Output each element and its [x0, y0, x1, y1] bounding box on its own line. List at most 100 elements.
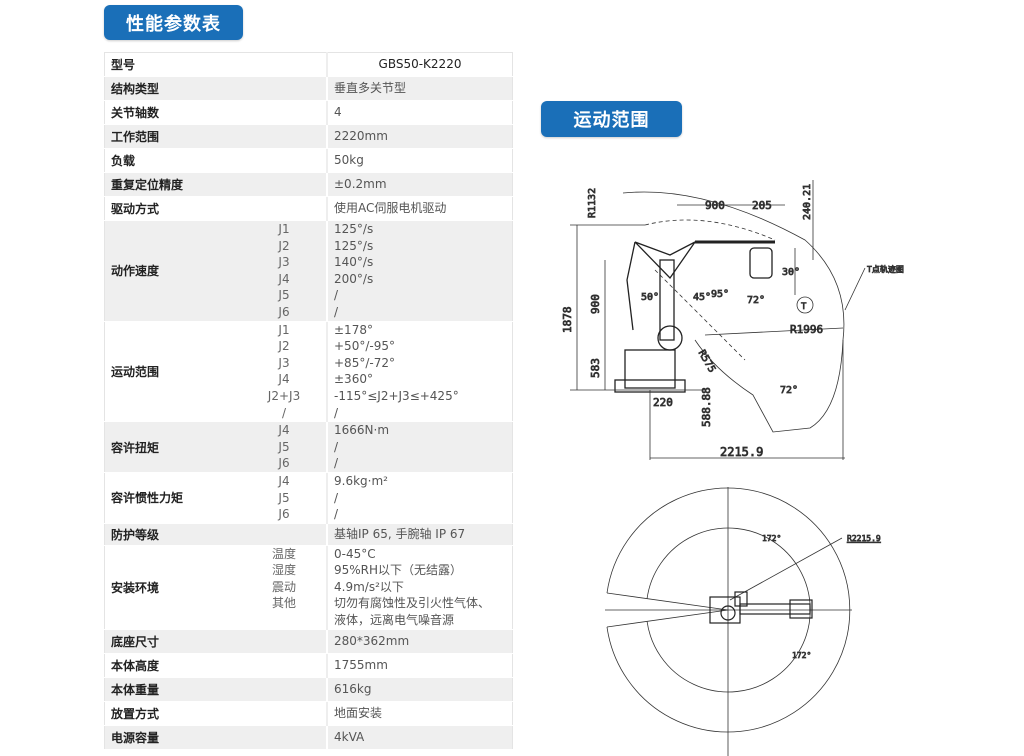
spec-value: 50kg	[334, 153, 364, 168]
spec-value: /	[334, 439, 339, 454]
angle-172-lower: 172°	[792, 651, 811, 660]
spec-values: 280*362mm	[326, 629, 513, 654]
work-envelope	[622, 191, 845, 433]
spec-value: 1666N·m	[334, 423, 390, 438]
spec-sublabel: J6	[278, 456, 290, 471]
spec-label: 运动范围	[104, 321, 242, 423]
spec-value: 200°/s	[334, 271, 374, 286]
spec-label: 底座尺寸	[104, 629, 242, 654]
dim-r1132: R1132	[587, 188, 598, 218]
dim-205: 205	[752, 199, 772, 212]
spec-value: /	[334, 288, 339, 303]
spec-values: ±0.2mm	[326, 172, 513, 197]
spec-values: ±178°+50°/-95°+85°/-72°±360°-115°≤J2+J3≤…	[326, 321, 513, 423]
spec-value: /	[334, 490, 339, 505]
spec-sublabel: 其他	[271, 596, 296, 611]
spec-table-title: 性能参数表	[104, 5, 243, 40]
spec-sublabel: J5	[278, 439, 290, 454]
spec-sublabels	[242, 52, 327, 77]
spec-label: 电源容量	[104, 725, 242, 750]
spec-values: 2220mm	[326, 124, 513, 149]
spec-value: 4.9m/s²以下	[334, 579, 404, 594]
dim-900-h: 900	[705, 199, 725, 212]
spec-values: 1666N·m//	[326, 421, 513, 473]
spec-value: 4	[334, 105, 342, 120]
angle-172-upper: 172°	[762, 534, 781, 543]
spec-sublabel: J2+J3	[267, 388, 301, 403]
spec-value: ±0.2mm	[334, 177, 387, 192]
spec-value: 0-45°C	[334, 546, 376, 561]
spec-sublabels	[242, 653, 327, 678]
spec-label: 放置方式	[104, 701, 242, 726]
angle-50: 50°	[641, 292, 659, 303]
spec-row: 放置方式 地面安装	[104, 701, 513, 726]
spec-value: +50°/-95°	[334, 339, 395, 354]
spec-value: 1755mm	[334, 657, 388, 672]
spec-label: 容许惯性力矩	[104, 472, 242, 524]
spec-sublabels	[242, 172, 327, 197]
spec-sublabel: J4	[278, 271, 290, 286]
spec-row: 防护等级基轴IP 65, 手腕轴 IP 67	[104, 523, 513, 546]
spec-values: 4	[326, 100, 513, 125]
spec-sublabels	[242, 76, 327, 101]
spec-label: 本体高度	[104, 653, 242, 678]
spec-value: 616kg	[334, 681, 372, 696]
spec-values: 50kg	[326, 148, 513, 173]
spec-sublabel: J6	[278, 507, 290, 522]
spec-label: 容许扭矩	[104, 421, 242, 473]
spec-value: 125°/s	[334, 222, 374, 236]
spec-sublabels	[242, 701, 327, 726]
spec-label: 型号	[104, 52, 242, 77]
dim-1878: 1878	[561, 307, 574, 334]
dim-900-v: 900	[589, 294, 602, 314]
spec-value: /	[334, 304, 339, 319]
marker-t: T	[801, 302, 807, 312]
spec-values: 1755mm	[326, 653, 513, 678]
spec-sublabel: 震动	[271, 579, 296, 594]
spec-value: 2220mm	[334, 129, 388, 144]
dim-220: 220	[653, 396, 673, 409]
spec-row: 安装环境温度湿度震动其他​0-45°C95%RH以下（无结露）4.9m/s²以下…	[104, 545, 513, 630]
angle-72-upper: 72°	[747, 295, 765, 306]
spec-values: 616kg	[326, 677, 513, 702]
dim-2215-9: 2215.9	[720, 445, 763, 459]
spec-values: 9.6kg·m²//	[326, 472, 513, 524]
spec-value: ±178°	[334, 322, 373, 337]
spec-sublabel: J2	[278, 238, 290, 253]
spec-value: 125°/s	[334, 238, 374, 253]
spec-sublabel: J3	[278, 355, 290, 370]
spec-values: 垂直多关节型	[326, 76, 513, 101]
spec-row: 驱动方式 使用AC伺服电机驱动	[104, 196, 513, 221]
dim-588-88: 588.88	[700, 387, 713, 427]
spec-label: 本体重量	[104, 677, 242, 702]
spec-sublabel: J1	[278, 222, 290, 236]
spec-value: 地面安装	[334, 705, 383, 720]
spec-sublabel: J6	[278, 304, 290, 319]
spec-sublabels	[242, 196, 327, 221]
spec-value: 基轴IP 65, 手腕轴 IP 67	[334, 526, 466, 541]
spec-values: 使用AC伺服电机驱动	[326, 196, 513, 221]
spec-sublabels	[242, 677, 327, 702]
spec-sublabel: 湿度	[271, 563, 296, 578]
spec-values: 地面安装	[326, 701, 513, 726]
radius-2215-9: R2215.9	[847, 534, 881, 543]
spec-value: 垂直多关节型	[334, 81, 407, 96]
dim-583: 583	[589, 358, 602, 378]
spec-label: 驱动方式	[104, 196, 242, 221]
spec-value: ±360°	[334, 372, 373, 387]
spec-sublabel: J4	[278, 372, 290, 387]
robot-arm-icon	[614, 240, 775, 393]
spec-label: 安装环境	[104, 545, 242, 630]
spec-sublabel: J4	[278, 473, 290, 488]
spec-label: 结构类型	[104, 76, 242, 101]
spec-value: 95%RH以下（无结露）	[334, 563, 463, 578]
spec-row: 重复定位精度±0.2mm	[104, 172, 513, 197]
